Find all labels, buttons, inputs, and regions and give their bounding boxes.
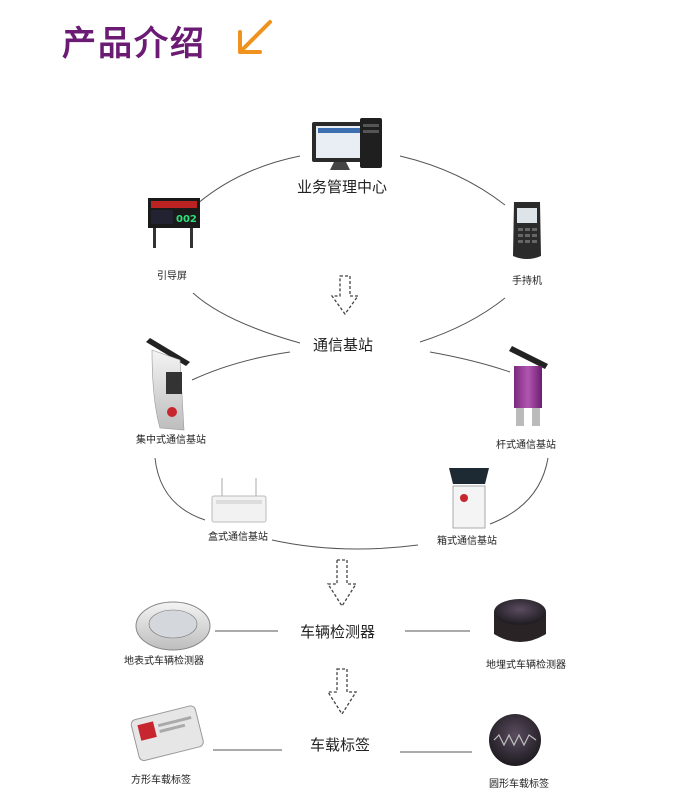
connection-arcs-middle [154,351,549,550]
arc-center-right [399,155,506,206]
guide-screen-icon: 002 [148,198,200,248]
box-station-icon [211,478,267,523]
square-tag-icon [130,705,204,762]
arc-centralized-box [154,457,206,521]
arc-station-left [191,351,291,381]
dashed-down-arrow-icon [330,275,360,316]
arc-station-right [429,351,511,373]
arc-pole-cabinet [489,457,549,525]
device-label-centralized-station: 集中式通信基站 [136,435,206,446]
device-label-cabinet-station: 箱式通信基站 [437,536,497,547]
device-label-buried-detector: 地埋式车辆检测器 [486,660,566,671]
cabinet-station-icon [449,468,489,529]
surface-detector-icon [135,601,211,651]
buried-detector-icon [494,599,546,642]
dashed-down-arrow-icon [326,559,358,608]
device-label-round-tag: 圆形车载标签 [489,779,549,790]
connector-lines [213,630,472,753]
tier-label-vehicle-detector: 车辆检测器 [300,623,376,641]
handheld-icon [513,202,541,259]
arc-right-station [419,297,506,343]
page-title: 产品介绍 [62,24,206,64]
device-label-handheld: 手持机 [512,276,542,287]
arc-box-cabinet [271,539,419,550]
round-tag-icon [489,714,541,766]
arc-left-station [192,292,301,344]
diagonal-arrow-icon [238,20,272,54]
device-label-guide-screen: 引导屏 [157,271,187,282]
device-label-pole-station: 杆式通信基站 [496,440,556,451]
connection-arcs-top [192,155,506,344]
device-label-square-tag: 方形车载标签 [131,775,191,786]
computer-icon [312,118,382,170]
svg-text:002: 002 [176,214,197,225]
tier-label-vehicle-tag: 车载标签 [310,736,371,754]
tier-label-communication-station: 通信基站 [313,336,374,354]
arc-center-left [196,155,301,205]
device-label-box-station: 盒式通信基站 [208,532,268,543]
device-label-surface-detector: 地表式车辆检测器 [124,656,204,667]
pole-station-icon [509,346,548,426]
tier-label-management-center: 业务管理中心 [297,178,388,196]
centralized-station-icon [146,338,190,431]
dashed-down-arrow-icon [326,668,358,716]
